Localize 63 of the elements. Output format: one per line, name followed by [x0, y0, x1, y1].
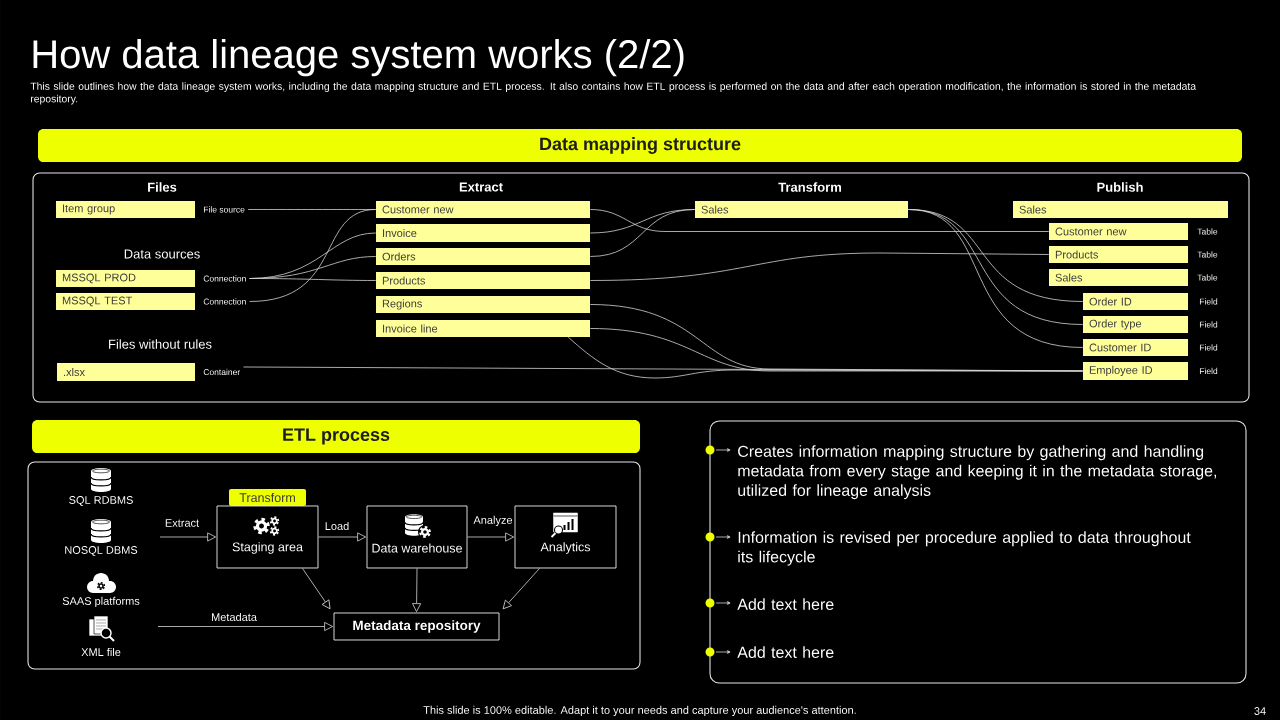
item-box: Sales — [695, 201, 908, 218]
source-label: XML file — [81, 647, 121, 657]
slide-title: How data lineage system works (2/2) — [33, 39, 684, 77]
type-label: File source — [203, 206, 245, 213]
section-banner: ETL process — [32, 420, 640, 453]
column-header: Publish — [1097, 182, 1143, 192]
type-label: Field — [1199, 321, 1218, 328]
item-box: Regions — [376, 296, 590, 313]
arrow — [302, 568, 331, 610]
source-label: SQL RDBMS — [69, 496, 133, 506]
bullet-text: Creates information mapping structure by gathering and handling metadata from every stage and keeping it in the metadata storage, utilized for lineage analysis — [738, 445, 1216, 500]
section-banner: Data mapping structure — [38, 129, 1242, 162]
bullet-text: Add text here — [737, 598, 834, 610]
arrow — [467, 532, 515, 542]
page-number: 34 — [1254, 707, 1266, 715]
process-box: Analytics — [514, 505, 617, 569]
item-box: Sales — [1013, 201, 1228, 218]
arrow — [157, 622, 334, 631]
type-label: Table — [1197, 274, 1218, 281]
bullet-text: Add text here — [737, 646, 834, 658]
repository-box: Metadata repository — [333, 612, 500, 641]
type-label: Table — [1197, 251, 1218, 258]
connector-line — [589, 328, 1084, 372]
bullet-text: Information is revised per procedure applied to data throughout its lifecycle — [738, 531, 1191, 566]
group-heading: Files without rules — [109, 339, 212, 349]
connector-line — [249, 278, 377, 281]
type-label: Container — [203, 368, 240, 376]
item-box: Customer new — [376, 201, 590, 218]
type-label: Field — [1199, 367, 1218, 375]
arrow — [159, 532, 217, 542]
arrow — [412, 568, 422, 613]
description: This slide outlines how the data lineage system works, including the data mapping structure and ETL process. It also contains how ETL process is performed on the data and after each operation modification, the information is stored in the metadata repository. — [30, 82, 1197, 105]
type-label: Table — [1197, 228, 1218, 235]
edge-label: Extract — [163, 517, 201, 529]
item-box: Products — [376, 272, 590, 289]
arrow — [318, 532, 367, 542]
footer-note: This slide is 100% editable. Adapt it to your needs and capture your audience's attention. — [423, 705, 856, 717]
item-box: Order ID — [1083, 293, 1188, 310]
connector-line — [589, 252, 1050, 281]
source-label: SAAS platforms — [62, 596, 140, 608]
arrow — [502, 568, 540, 610]
edge-label: Load — [323, 520, 351, 532]
process-box: Data warehouse — [366, 505, 468, 569]
item-box: Orders — [376, 248, 590, 265]
item-box: Sales — [1049, 269, 1188, 286]
process-box: Staging area — [216, 505, 319, 569]
connector-line — [249, 209, 377, 302]
type-label: Connection — [203, 298, 246, 305]
type-label: Field — [1199, 298, 1218, 305]
item-box: Customer new — [1049, 223, 1188, 240]
item-box: Customer ID — [1083, 339, 1188, 356]
type-label: Field — [1199, 344, 1218, 351]
edge-label: Metadata — [209, 611, 259, 623]
connector-line — [589, 209, 696, 257]
item-box: MSSQL TEST — [56, 293, 195, 310]
item-box: .xlsx — [57, 363, 195, 381]
connector-line — [589, 209, 1050, 232]
type-label: Connection — [203, 275, 246, 282]
column-header: Extract — [459, 182, 503, 192]
connector-line — [907, 209, 1084, 348]
item-box: Item group — [56, 201, 195, 218]
source-label: NOSQL DBMS — [65, 546, 138, 556]
group-heading: Data sources — [124, 249, 200, 259]
